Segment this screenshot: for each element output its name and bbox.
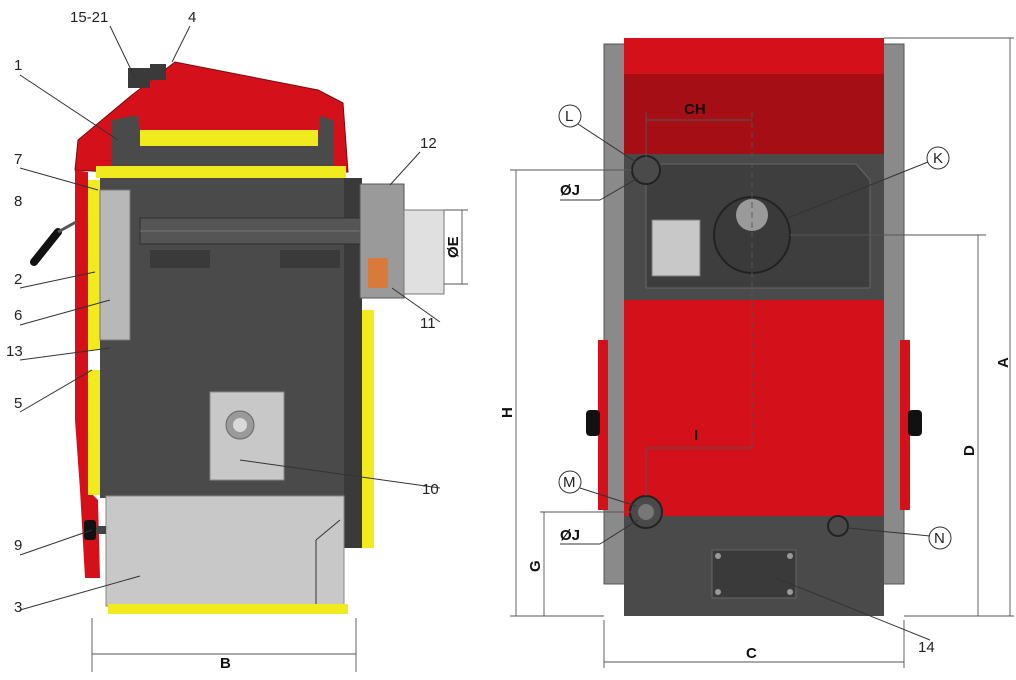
callout-9: 9	[14, 537, 22, 554]
lower-panel	[624, 300, 884, 516]
baffle-left	[150, 250, 210, 268]
right-side-red	[900, 340, 910, 510]
callout-3: 3	[14, 599, 22, 616]
port-n-label: N	[934, 530, 945, 547]
flue-thermometer	[368, 258, 388, 288]
lid-insulation	[140, 130, 318, 146]
ash-door-knob-icon	[84, 520, 96, 540]
dim-diameter-e: ØE	[445, 236, 462, 258]
dim-a: A	[995, 357, 1012, 368]
dim-d: D	[961, 445, 978, 456]
callout-1: 1	[14, 57, 22, 74]
callout-11: 11	[420, 315, 436, 332]
port-n-connection	[827, 515, 849, 537]
left-insulation-lower	[88, 370, 100, 495]
dim-b: B	[220, 655, 231, 672]
left-side-red	[598, 340, 608, 510]
callout-12: 12	[420, 135, 437, 152]
door-handle-icon	[30, 228, 62, 266]
front-view: CH I H G ØJ ØJ A D C	[499, 37, 1014, 668]
callout-7: 7	[14, 151, 22, 168]
rating-plate	[651, 219, 701, 277]
callout-14: 14	[918, 639, 935, 656]
right-knob-icon	[908, 410, 922, 436]
baffle-right	[280, 250, 340, 268]
dim-ch: CH	[684, 101, 706, 118]
ash-door-knob-stem	[96, 526, 106, 534]
left-front-panel	[75, 170, 100, 578]
port-m-label: M	[563, 474, 576, 491]
body-rear-wall	[344, 178, 362, 548]
callout-4: 4	[188, 9, 196, 26]
ash-pan	[105, 495, 345, 607]
dim-h: H	[499, 407, 516, 418]
lid-bottom-strip	[96, 166, 346, 178]
lid-valve-icon	[128, 68, 150, 88]
left-knob-icon	[586, 410, 600, 436]
callout-10: 10	[422, 481, 439, 498]
flue-pipe	[403, 209, 445, 295]
dim-diameter-j-top: ØJ	[560, 182, 580, 199]
port-l-label: L	[565, 108, 573, 125]
rear-insulation	[362, 310, 374, 548]
dim-diameter-j-bottom: ØJ	[560, 527, 580, 544]
loading-door	[99, 189, 131, 341]
port-k-label: K	[933, 150, 943, 167]
callout-15-21: 15-21	[70, 9, 108, 26]
left-insulation-upper	[88, 180, 100, 350]
top-panel	[624, 38, 884, 74]
dim-g: G	[527, 560, 544, 572]
callout-5: 5	[14, 395, 22, 412]
port-l-connection	[631, 155, 661, 185]
dim-c: C	[746, 645, 757, 662]
top-panel-shade	[624, 74, 884, 154]
section-view: 15-21 4 1 7 12 8 2 6 13 11 5 10 9 3 ØE B	[6, 9, 468, 672]
callout-8: 8	[14, 193, 22, 210]
clean-out-cover	[711, 549, 797, 599]
base-insulation	[108, 604, 348, 614]
callout-13: 13	[6, 343, 23, 360]
dim-i: I	[694, 427, 698, 444]
callout-6: 6	[14, 307, 22, 324]
callout-2: 2	[14, 271, 22, 288]
